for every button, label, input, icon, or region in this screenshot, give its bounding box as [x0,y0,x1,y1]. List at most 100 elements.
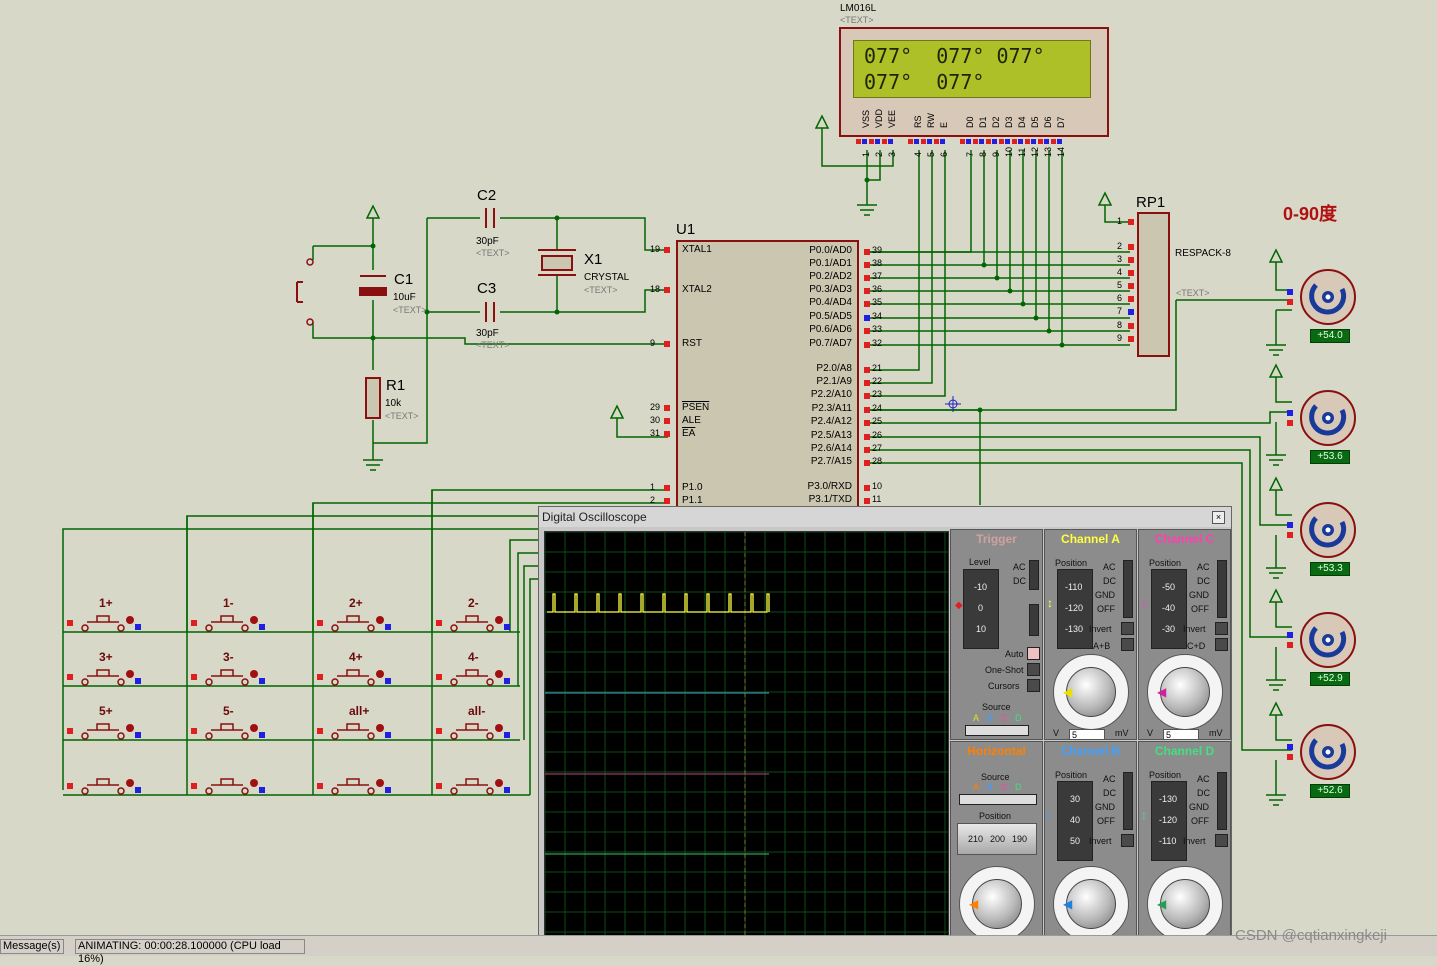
pin-marker [875,139,880,144]
channel-d-coupling-switch[interactable] [1217,772,1227,830]
channel-a-invert-button[interactable] [1121,622,1134,635]
channel-a-coupling-switch[interactable] [1123,560,1133,618]
key-switch[interactable] [436,723,510,740]
channel-b-volts-knob[interactable] [1066,879,1116,929]
key-switch[interactable] [317,778,391,795]
channel-b-coupling-switch[interactable] [1123,772,1133,830]
u1-pin-name: P2.7/A15 [810,456,852,467]
channel-a-position-slot[interactable]: -110 -120 -130 [1057,569,1093,649]
key-switch[interactable] [191,669,265,686]
key-label: 3+ [99,650,113,664]
horizontal-source-b[interactable]: B [987,782,994,792]
channel-c-coupling-switch[interactable] [1217,560,1227,618]
servo-motor-icon[interactable] [1300,612,1356,668]
channel-c-position-slot[interactable]: -50 -40 -30 [1151,569,1187,649]
channel-c-value[interactable]: 5 [1163,729,1199,740]
channel-a-sum-button[interactable] [1121,638,1134,651]
oscilloscope-screen[interactable] [544,531,949,937]
u1-pin-number: 18 [650,284,661,294]
channel-c-sum-button[interactable] [1215,638,1228,651]
key-switch[interactable] [436,669,510,686]
channel-a-value[interactable]: 5 [1069,729,1105,740]
servo-motor-icon[interactable] [1300,502,1356,558]
pin-marker [1128,244,1134,250]
trigger-source-slider[interactable] [965,725,1029,736]
trigger-source-c[interactable]: C [1001,713,1008,723]
key-switch[interactable] [436,615,510,632]
key-switch[interactable] [191,778,265,795]
timebase-knob[interactable] [972,879,1022,929]
channel-c-ac: AC [1197,562,1210,572]
lcd-line-1: 077° 077° 077° [864,44,1045,68]
channel-d-invert-button[interactable] [1215,834,1228,847]
channel-c-tick-1: -50 [1162,582,1176,592]
lcd-pin-label: VSS [861,109,871,128]
channel-b-arrow-icon[interactable]: ↕ [1047,808,1053,822]
key-switch[interactable] [191,615,265,632]
horizontal-position-slider[interactable]: 210 200 190 [957,823,1037,855]
servo-motor-icon[interactable] [1300,724,1356,780]
u1-microcontroller[interactable] [676,240,859,510]
close-icon[interactable]: × [1212,511,1225,524]
lcd-pin-label: RW [926,113,936,128]
channel-b-gnd: GND [1095,802,1115,812]
status-bar: Message(s) ANIMATING: 00:00:28.100000 (C… [0,935,1437,965]
trigger-oneshot-button[interactable] [1027,663,1040,676]
lcd-part-name: LM016L [840,3,877,14]
horizontal-source-d[interactable]: D [1015,782,1022,792]
key-switch[interactable] [317,669,391,686]
u1-pin-number: 19 [650,244,661,254]
horizontal-source-c[interactable]: C [1001,782,1008,792]
lcd-pin-label: D0 [965,116,975,128]
pin-marker [1025,139,1030,144]
rp1-resistor-pack[interactable] [1137,212,1170,357]
trigger-tick-3: 10 [976,624,987,634]
oscilloscope-title: Digital Oscilloscope [539,507,1231,527]
key-switch[interactable] [67,723,141,740]
key-switch[interactable] [317,723,391,740]
trigger-cursors-button[interactable] [1027,679,1040,692]
key-switch[interactable] [317,615,391,632]
channel-a-volts-knob[interactable] [1066,667,1116,717]
pin-marker [864,380,870,386]
channel-a-dc: DC [1103,576,1116,586]
trigger-coupling-switch[interactable] [1029,560,1039,590]
trigger-edge-switch[interactable] [1029,604,1039,636]
servo-motor-icon[interactable] [1300,390,1356,446]
channel-a-sum-label: A+B [1093,641,1111,651]
channel-c-arrow-icon[interactable]: ↕ [1141,596,1147,610]
servo-angle-value: +53.3 [1310,562,1350,576]
channel-c-sum-label: C+D [1187,641,1206,651]
oscilloscope-window[interactable]: Digital Oscilloscope × ◀ ▶ Trigger Level… [538,506,1232,953]
trigger-source-d[interactable]: D [1015,713,1022,723]
key-label: 4+ [349,650,363,664]
trigger-auto-button[interactable] [1027,647,1040,660]
channel-a-arrow-icon[interactable]: ↕ [1047,596,1053,610]
horizontal-tick-1: 210 [968,834,984,844]
key-switch[interactable] [191,723,265,740]
trigger-level-slot[interactable]: -10 0 10 [963,569,999,649]
key-switch[interactable] [67,669,141,686]
channel-d-volts-knob[interactable] [1160,879,1210,929]
horizontal-source-a[interactable]: A [973,782,980,792]
messages-button[interactable]: Message(s) [0,939,64,954]
schematic-canvas[interactable] [0,0,1437,932]
u1-pin-name: P0.6/AD6 [809,324,852,335]
trigger-source-a[interactable]: A [973,713,980,723]
trigger-source-b[interactable]: B [987,713,994,723]
channel-c-invert-button[interactable] [1215,622,1228,635]
channel-c-volts-knob[interactable] [1160,667,1210,717]
u1-pin-number: 23 [872,389,883,399]
key-switch[interactable] [436,778,510,795]
servo-motor-icon[interactable] [1300,269,1356,325]
channel-d-position-slot[interactable]: -130 -120 -110 [1151,781,1187,861]
trigger-arrow-icon[interactable]: ◆ [955,600,963,611]
channel-b-invert-button[interactable] [1121,834,1134,847]
key-switch[interactable] [67,778,141,795]
channel-d-arrow-icon[interactable]: ↕ [1141,808,1147,822]
channel-b-position-slot[interactable]: 30 40 50 [1057,781,1093,861]
horizontal-source-slider[interactable] [959,794,1037,805]
u1-pin-name: P1.0 [682,482,703,493]
key-switch[interactable] [67,615,141,632]
lcd-pin-label: D4 [1017,116,1027,128]
